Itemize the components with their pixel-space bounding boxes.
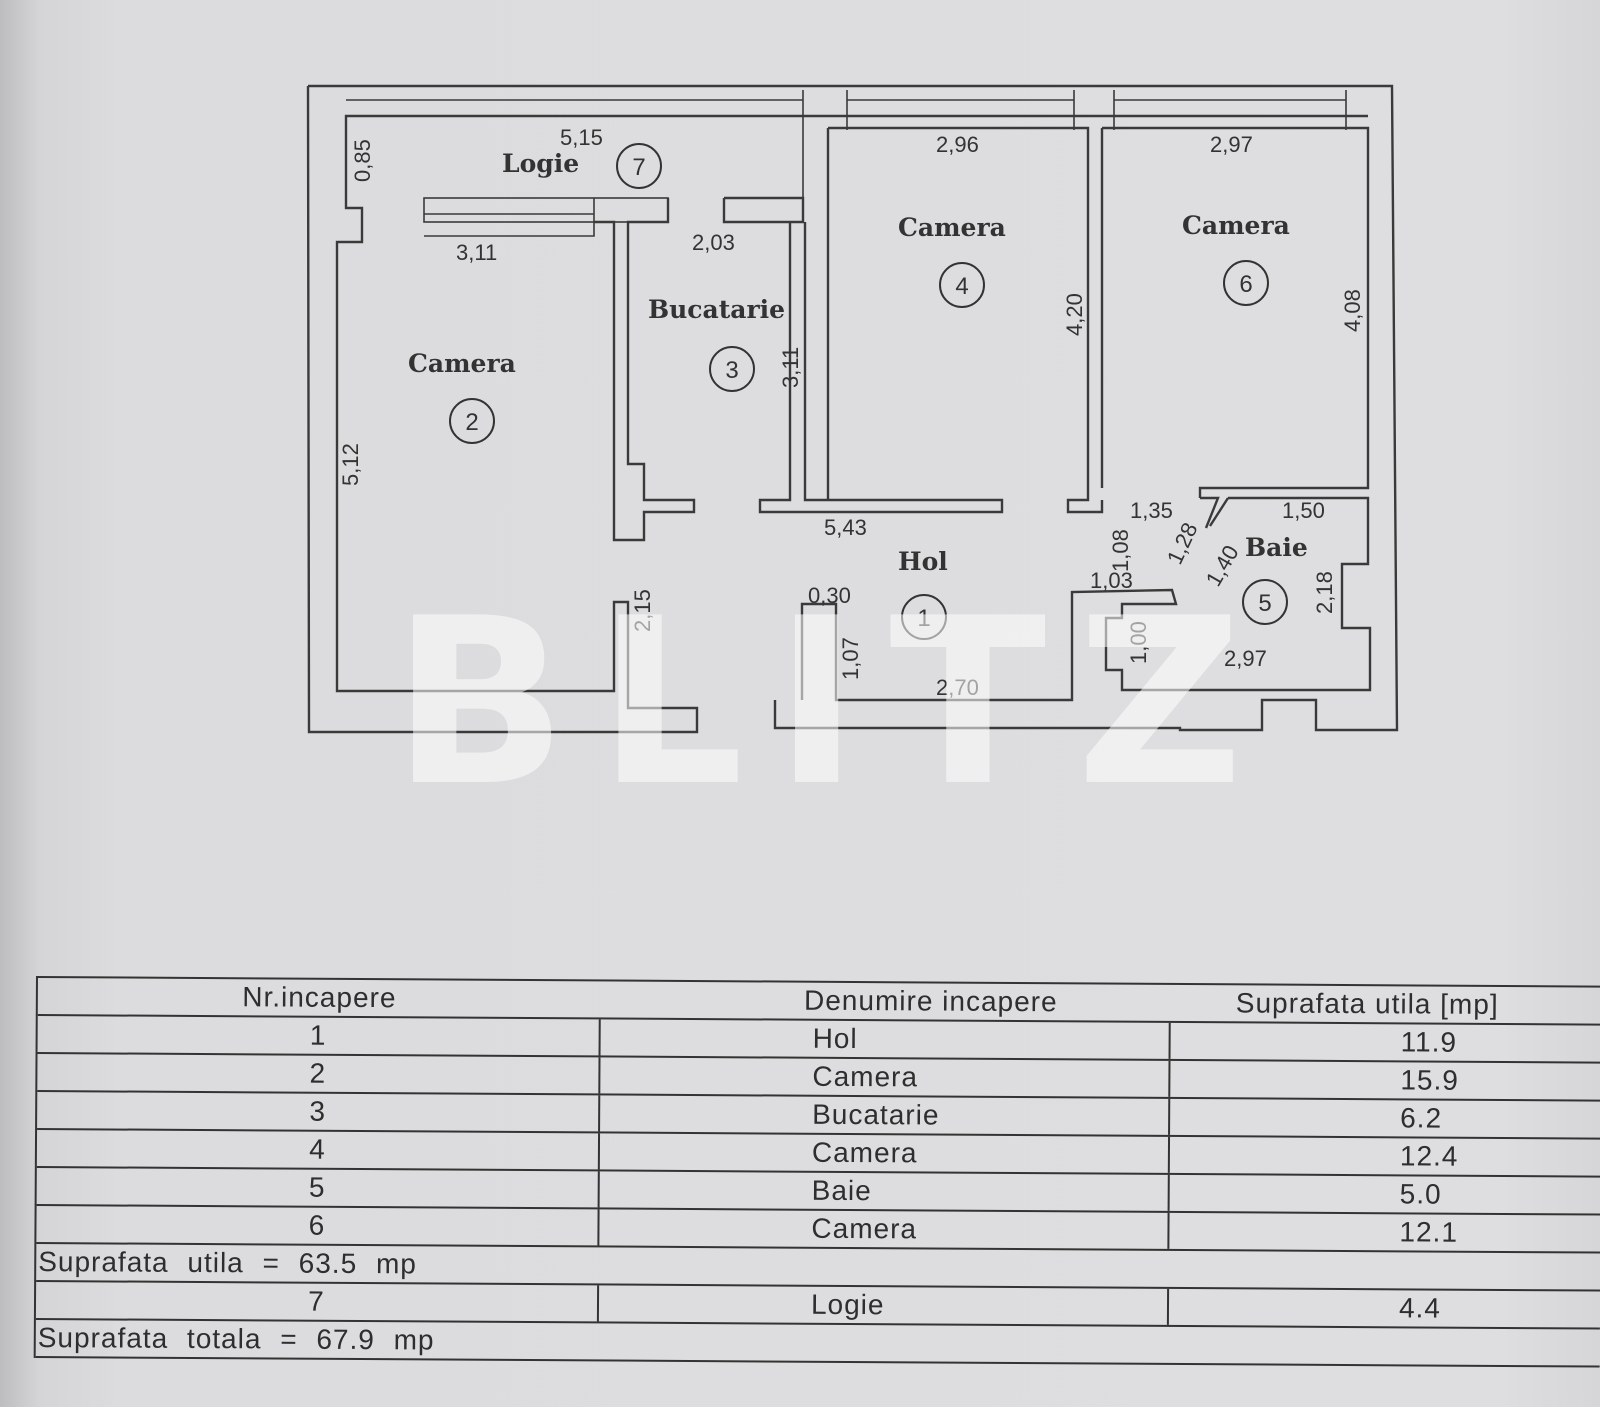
row-area: 12.1 (1399, 1216, 1459, 1248)
row-nr: 2 (309, 1057, 327, 1089)
row-name: Logie (810, 1288, 885, 1321)
dim-1-00: 1,00 (1126, 621, 1151, 664)
room-number-7: 7 (632, 154, 645, 181)
room-name-bucatarie: Bucatarie (648, 295, 785, 324)
watermark-blitz: BLITZ (392, 570, 1273, 837)
room-number-circle (939, 262, 985, 308)
room-number-2: 2 (465, 409, 478, 436)
dim-1-03: 1,03 (1090, 568, 1133, 593)
row-nr: 3 (309, 1095, 327, 1127)
row-nr: 6 (308, 1209, 326, 1241)
row-name: Baie (811, 1174, 872, 1207)
row-name: Hol (812, 1022, 858, 1055)
dim-logie-depth: 0,85 (350, 139, 375, 182)
subtotal-text: Suprafata utila = 63.5 mp (38, 1246, 417, 1280)
header-denumire: Denumire incapere (803, 984, 1058, 1018)
header-nr: Nr.incapere (242, 981, 397, 1014)
room-labels: Logie 7 Camera 2 Bucatarie 3 Camera 4 Ca… (408, 143, 1308, 640)
row-name: Bucatarie (812, 1098, 940, 1131)
dimension-labels: 5,15 0,85 3,11 5,12 2,03 3,11 2,96 4,20 … (338, 125, 1365, 700)
floor-plan: Logie 7 Camera 2 Bucatarie 3 Camera 4 Ca… (306, 84, 1399, 837)
room-name-baie: Baie (1245, 533, 1308, 562)
room-number-6: 6 (1239, 271, 1252, 298)
room-name-camera-4: Camera (898, 213, 1006, 242)
dim-hol-bottom: 2,70 (936, 675, 979, 700)
room-number-circle (709, 346, 755, 392)
row-nr: 7 (308, 1285, 325, 1317)
dim-baie-bottom: 2,97 (1224, 646, 1267, 671)
dim-baie-side: 2,18 (1312, 571, 1337, 614)
row-area: 6.2 (1400, 1102, 1443, 1134)
dim-baie-top: 1,50 (1282, 498, 1325, 523)
dim-hol-wall: 0,30 (808, 583, 851, 608)
rooms-area-table: Nr.incapere Denumire incapere Suprafata … (33, 976, 1600, 1368)
row-area: 4.4 (1398, 1292, 1442, 1324)
room-number-circle (616, 143, 662, 189)
dim-1-35: 1,35 (1130, 498, 1173, 523)
room-number-circle (449, 398, 495, 444)
room-number-1: 1 (917, 605, 930, 632)
room-name-hol: Hol (898, 547, 948, 576)
row-name: Camera (811, 1136, 918, 1169)
room-number-circle (1242, 579, 1288, 625)
dim-1-28: 1,28 (1162, 519, 1203, 568)
room-number-5: 5 (1258, 590, 1271, 617)
dim-hol-length: 5,43 (824, 515, 867, 540)
row-name: Camera (812, 1060, 919, 1093)
dim-camera2-top: 3,11 (456, 240, 497, 265)
room-name-logie: Logie (502, 149, 579, 178)
row-nr: 5 (308, 1171, 326, 1203)
dim-hol-side: 1,07 (838, 637, 863, 680)
room-name-camera-2: Camera (408, 349, 516, 378)
row-nr: 4 (309, 1133, 326, 1165)
row-name: Camera (811, 1212, 918, 1245)
room-number-4: 4 (955, 273, 968, 300)
dim-bucatarie-top: 2,03 (692, 230, 735, 255)
room-name-camera-6: Camera (1182, 211, 1290, 240)
room-number-circle (1223, 260, 1269, 306)
row-area: 5.0 (1399, 1178, 1442, 1210)
walls (306, 84, 1399, 734)
dim-camera4-top: 2,96 (936, 132, 979, 157)
dim-door-left: 2,15 (630, 589, 655, 632)
dim-camera2-height: 5,12 (338, 443, 363, 486)
row-area: 15.9 (1400, 1064, 1459, 1096)
row-area: 12.4 (1399, 1140, 1459, 1172)
header-suprafata: Suprafata utila [mp] (1235, 987, 1499, 1020)
dim-bucatarie-height: 3,11 (778, 347, 803, 388)
dim-logie-width: 5,15 (560, 125, 603, 150)
dim-camera6-top: 2,97 (1210, 132, 1253, 157)
room-number-circle (901, 594, 947, 640)
room-number-3: 3 (725, 357, 738, 384)
row-nr: 1 (309, 1019, 327, 1051)
dim-camera6-height: 4,08 (1340, 289, 1365, 332)
dim-1-08: 1,08 (1108, 529, 1133, 572)
total-text: Suprafata totala = 67.9 mp (37, 1322, 435, 1356)
dim-camera4-height: 4,20 (1062, 293, 1087, 336)
row-area: 11.9 (1400, 1026, 1458, 1058)
